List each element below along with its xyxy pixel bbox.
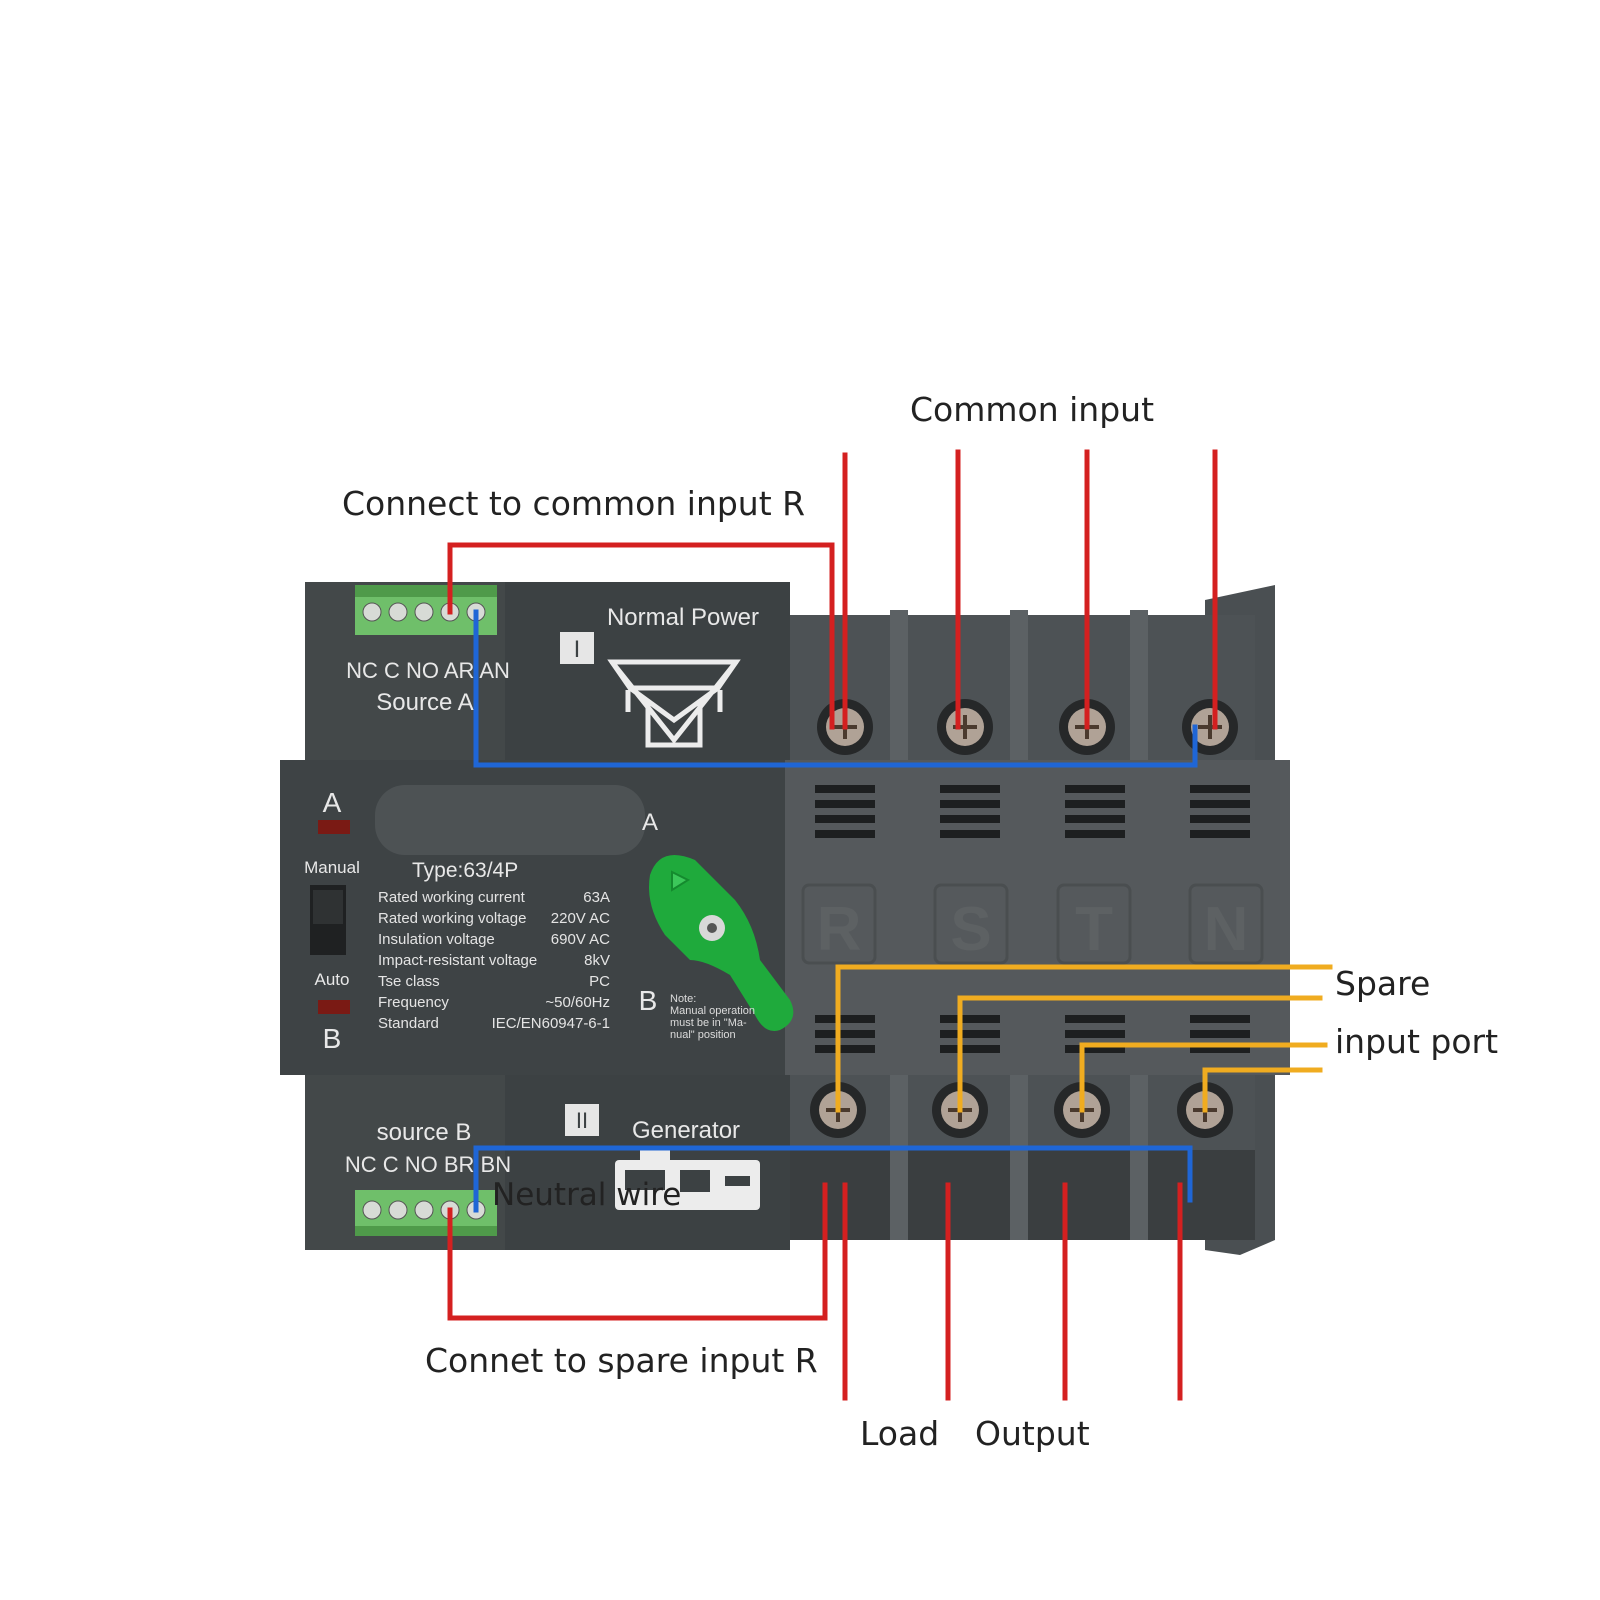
- roman-one-plate: [560, 632, 594, 664]
- roman-two: II: [576, 1108, 588, 1133]
- phase-r-label: R: [817, 895, 862, 964]
- indicator-a-led: [318, 820, 350, 834]
- source-b-neutral-wire: [473, 1145, 1193, 1213]
- svg-text:nual" position: nual" position: [670, 1029, 736, 1041]
- common-input-annotation: Common input: [910, 390, 1154, 429]
- phase-t-label: T: [1075, 895, 1113, 964]
- spec-name: Impact-resistant voltage: [378, 952, 537, 969]
- spec-value: ~50/60Hz: [545, 994, 610, 1011]
- top-terminal-block: [355, 585, 497, 635]
- bottom-terminal-block: [355, 1190, 497, 1236]
- load-annotation: Load: [860, 1414, 939, 1453]
- spare-wire-n: [1202, 1067, 1323, 1113]
- generator-icon: [615, 1150, 760, 1210]
- normal-power-label: Normal Power: [607, 604, 759, 631]
- spare-annotation: Spare: [1335, 964, 1430, 1003]
- vents-top: [815, 785, 1250, 838]
- spec-value: 690V AC: [551, 931, 610, 948]
- top-terminal-labels: NC C NO AR AN: [346, 658, 510, 683]
- connect-common-r-annotation: Connect to common input R: [342, 484, 805, 523]
- svg-text:Note:: Note:: [670, 993, 696, 1005]
- spec-name: Rated working voltage: [378, 910, 526, 927]
- manual-label: Manual: [304, 858, 360, 877]
- source-b-sense-wire: [447, 1182, 828, 1321]
- source-a-label: Source A: [376, 689, 473, 716]
- spec-name: Frequency: [378, 994, 449, 1011]
- brand-plate: [375, 785, 645, 855]
- spare-wire-t: [1079, 1042, 1328, 1113]
- power-pylon-icon: [607, 659, 741, 748]
- spec-value: 63A: [583, 889, 610, 906]
- spec-name: Insulation voltage: [378, 931, 495, 948]
- bottom-terminal-labels: NC C NO BR BN: [345, 1152, 511, 1177]
- roman-two-plate: [565, 1104, 599, 1136]
- connect-spare-r-annotation: Connet to spare input R: [425, 1341, 818, 1380]
- handle-position-b: B: [639, 985, 658, 1016]
- svg-text:Manual operation: Manual operation: [670, 1005, 755, 1017]
- manual-handle[interactable]: [649, 855, 794, 1031]
- handle-position-a: A: [642, 809, 658, 836]
- spec-name: Tse class: [378, 973, 440, 990]
- vents-bottom: [815, 1015, 1250, 1053]
- spec-value: 8kV: [584, 952, 610, 969]
- phase-s-label: S: [950, 895, 991, 964]
- type-label: Type:63/4P: [412, 859, 518, 882]
- auto-label: Auto: [315, 970, 350, 989]
- spec-name: Standard: [378, 1015, 439, 1032]
- input-port-annotation: input port: [1335, 1022, 1498, 1061]
- svg-text:must be in "Ma-: must be in "Ma-: [670, 1017, 747, 1029]
- neutral-wire-annotation: Neutral wire: [492, 1177, 681, 1213]
- indicator-a-label: A: [323, 787, 342, 818]
- spec-list: Rated working current 63A Rated working …: [378, 889, 610, 1032]
- roman-one: I: [574, 636, 581, 663]
- spare-wire-s: [957, 995, 1323, 1113]
- source-a-neutral-wire: [473, 609, 1198, 768]
- spec-value: IEC/EN60947-6-1: [492, 1015, 610, 1032]
- output-annotation: Output: [975, 1414, 1090, 1453]
- spec-value: 220V AC: [551, 910, 610, 927]
- phase-n-label: N: [1204, 895, 1249, 964]
- indicator-b-led: [318, 1000, 350, 1014]
- source-a-sense-wire: [447, 542, 835, 730]
- source-b-label: source B: [377, 1119, 472, 1146]
- generator-label: Generator: [632, 1117, 740, 1144]
- switch-body: R S T N: [280, 582, 1290, 1255]
- manual-note: Note: Manual operation must be in "Ma- n…: [670, 993, 755, 1041]
- spec-value: PC: [589, 973, 610, 990]
- wiring: [447, 449, 1333, 1401]
- spare-wire-r: [835, 964, 1333, 1113]
- spec-name: Rated working current: [378, 889, 526, 906]
- indicator-b-label: B: [323, 1023, 342, 1054]
